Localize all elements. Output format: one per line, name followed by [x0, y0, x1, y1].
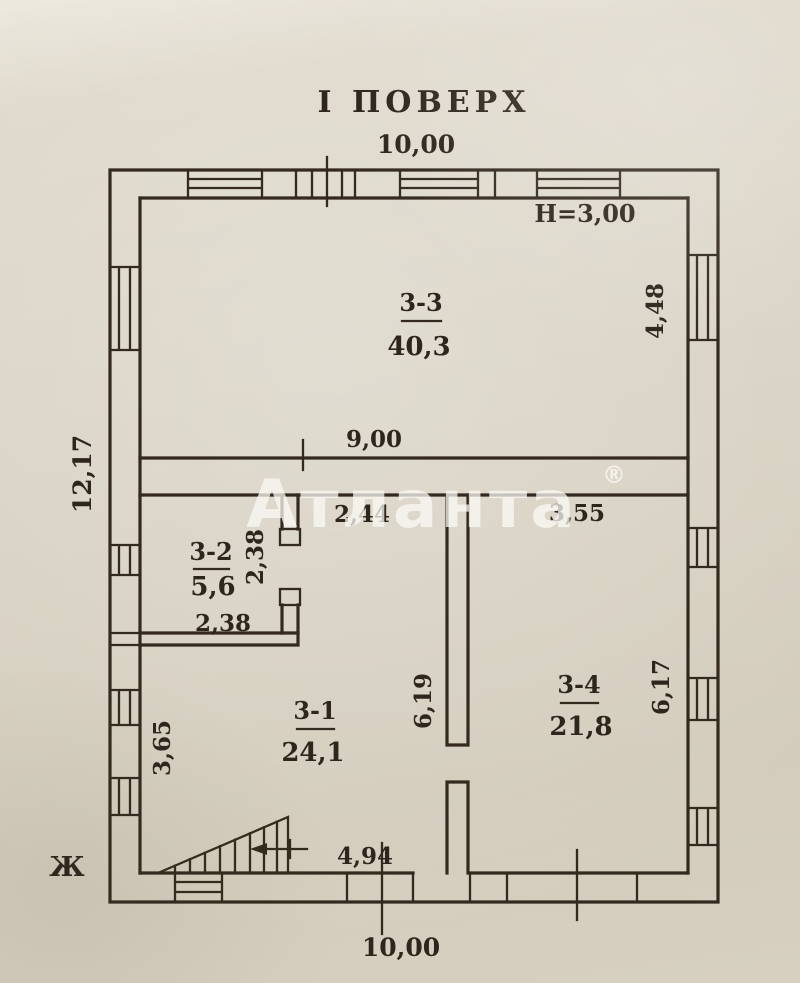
dim-height-left: 12,17 [68, 435, 97, 513]
interior-walls [138, 456, 690, 875]
agency-watermark: Атланта ® [246, 461, 626, 543]
room-33-area: 40,3 [387, 332, 450, 362]
dim-stairs-length: 4,94 [337, 843, 393, 870]
room-33-id: 3-3 [399, 288, 442, 317]
stairs-icon [157, 815, 290, 875]
dim-room-32-depth: 2,38 [242, 529, 269, 585]
window-icon [108, 688, 142, 727]
dim-width-bottom: 10,00 [362, 933, 440, 962]
ceiling-height-label: H=3,00 [534, 199, 635, 228]
room-31-id: 3-1 [293, 696, 336, 725]
dim-room-33-width: 9,00 [346, 426, 402, 453]
watermark-text: Атланта [246, 466, 578, 543]
dim-room-34-height-right: 6,17 [648, 659, 675, 715]
floor-title: І ПОВЕРХ [318, 85, 531, 120]
window-icon [108, 543, 142, 577]
dim-room-31-height-left: 3,65 [149, 720, 176, 776]
dim-hall-depth: 6,19 [410, 673, 437, 729]
dimension-ticks [301, 155, 579, 936]
window-icon [186, 168, 264, 200]
window-icon [686, 806, 720, 847]
dim-room-34-width: 3,55 [549, 500, 605, 527]
room-34-id: 3-4 [557, 670, 600, 699]
window-icon [108, 776, 142, 817]
dim-width-top: 10,00 [377, 130, 455, 159]
wall-segment-ticks [108, 168, 639, 904]
axis-mark-label: Ж [49, 852, 85, 883]
room-34-area: 21,8 [549, 712, 612, 742]
dim-room-33-height-right: 4,48 [642, 283, 669, 339]
room-32-area: 5,6 [190, 572, 235, 602]
stairs-direction-arrow-icon [250, 838, 309, 860]
window-icon [535, 168, 622, 200]
window-icon [686, 676, 720, 722]
registered-trademark-icon: ® [602, 461, 626, 489]
room-31-area: 24,1 [281, 738, 344, 768]
window-icon [686, 253, 720, 342]
room-32-id: 3-2 [189, 537, 232, 566]
window-icon [108, 265, 142, 352]
dim-room-32-width: 2,38 [195, 610, 251, 637]
windows [108, 168, 720, 904]
dim-hall-width: 2,44 [334, 501, 390, 528]
window-icon [173, 871, 224, 904]
window-icon [398, 168, 480, 200]
window-icon [686, 526, 720, 569]
